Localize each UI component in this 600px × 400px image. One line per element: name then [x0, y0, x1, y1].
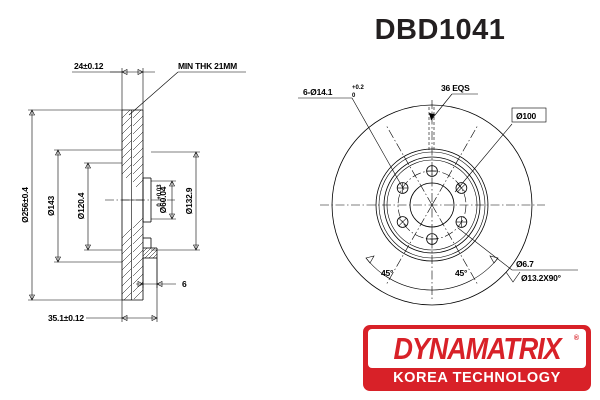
friction-ring-inner-2: [378, 151, 486, 259]
dim-outer-diameter-label: Ø256±0.4: [20, 187, 30, 223]
section-hatch-lower-right: [132, 217, 144, 300]
bolt-hole-group: [396, 165, 468, 245]
note-min-thickness-label: MIN THK 21MM: [178, 61, 237, 71]
section-hatch-upper-right: [132, 109, 144, 188]
note-bolt-holes: 6-Ø14.1 +0.2 0: [298, 85, 405, 191]
dim-diameter-120-label: Ø120.4: [76, 192, 86, 219]
hat-outer-circle-2: [386, 159, 478, 251]
dim-hub-bore: Ø60.04 +0.03 0: [151, 180, 176, 220]
registered-trademark-icon: ®: [573, 335, 579, 342]
note-bolt-holes-tol-upper: +0.2: [352, 85, 365, 91]
note-min-thickness: MIN THK 21MM: [128, 61, 246, 116]
dim-angle-right-label: 45°: [455, 268, 468, 278]
logo-wordmark-panel: DYNAMATRIX ®: [368, 329, 586, 368]
note-bolt-holes-tol-lower: 0: [352, 93, 356, 99]
note-pitch-circle-label: Ø100: [516, 111, 536, 121]
dim-hub-thickness-label: 6: [182, 279, 187, 289]
note-vane-count: 36 EQS: [429, 83, 478, 121]
dim-overall-height: 35.1±0.12: [48, 258, 158, 323]
page-title: DBD1041: [374, 14, 506, 46]
brand-tagline: KOREA TECHNOLOGY: [393, 370, 561, 386]
dim-overall-height-label: 35.1±0.12: [48, 313, 84, 323]
friction-ring-inner: [375, 148, 489, 262]
brand-name: DYNAMATRIX: [393, 332, 562, 366]
dim-hub-bore-label: Ø60.04: [158, 186, 168, 213]
note-pitch-circle: Ø100: [454, 107, 547, 193]
dim-hub-thickness: 6: [136, 258, 187, 289]
dim-diameter-120: Ø120.4: [76, 162, 122, 251]
dim-outer-diameter: Ø256±0.4: [20, 109, 122, 301]
note-bolt-holes-label: 6-Ø14.1: [303, 87, 333, 97]
note-pin-hole-chamfer-label: Ø13.2X90°: [521, 273, 562, 283]
dim-thickness-top-label: 24±0.12: [74, 61, 104, 71]
section-hatch-upper-left: [121, 109, 132, 179]
hat-outer-circle: [383, 156, 481, 254]
outer-disc-circle: [331, 104, 533, 306]
section-hatch-lower-left: [121, 228, 132, 301]
face-view-geometry: 6-Ø14.1 +0.2 0 36 EQS Ø100: [298, 83, 578, 306]
dim-hub-bore-tol-upper: +0.03: [157, 184, 163, 200]
note-pin-hole: Ø6.7 Ø13.2X90°: [457, 227, 578, 283]
note-pin-hole-label: Ø6.7: [516, 259, 534, 269]
dim-angles: 45° 45°: [365, 255, 499, 291]
brand-logo: DYNAMATRIX ® KOREA TECHNOLOGY: [363, 325, 591, 391]
dim-hub-bore-tol-lower: 0: [157, 203, 163, 207]
dim-diameter-132-label: Ø132.9: [184, 187, 194, 214]
dim-thickness-top: 24±0.12: [72, 61, 155, 110]
dim-angle-left-label: 45°: [381, 268, 394, 278]
section-hatch-flange: [142, 247, 158, 259]
section-view-geometry: 24±0.12 MIN THK 21MM Ø256±0.4: [20, 61, 246, 323]
dim-diameter-132: Ø132.9: [151, 151, 200, 251]
dim-diameter-143-label: Ø143: [46, 196, 56, 216]
hub-bore-circle: [409, 182, 455, 228]
note-vane-count-label: 36 EQS: [441, 83, 470, 93]
dim-diameter-143: Ø143: [46, 149, 122, 263]
